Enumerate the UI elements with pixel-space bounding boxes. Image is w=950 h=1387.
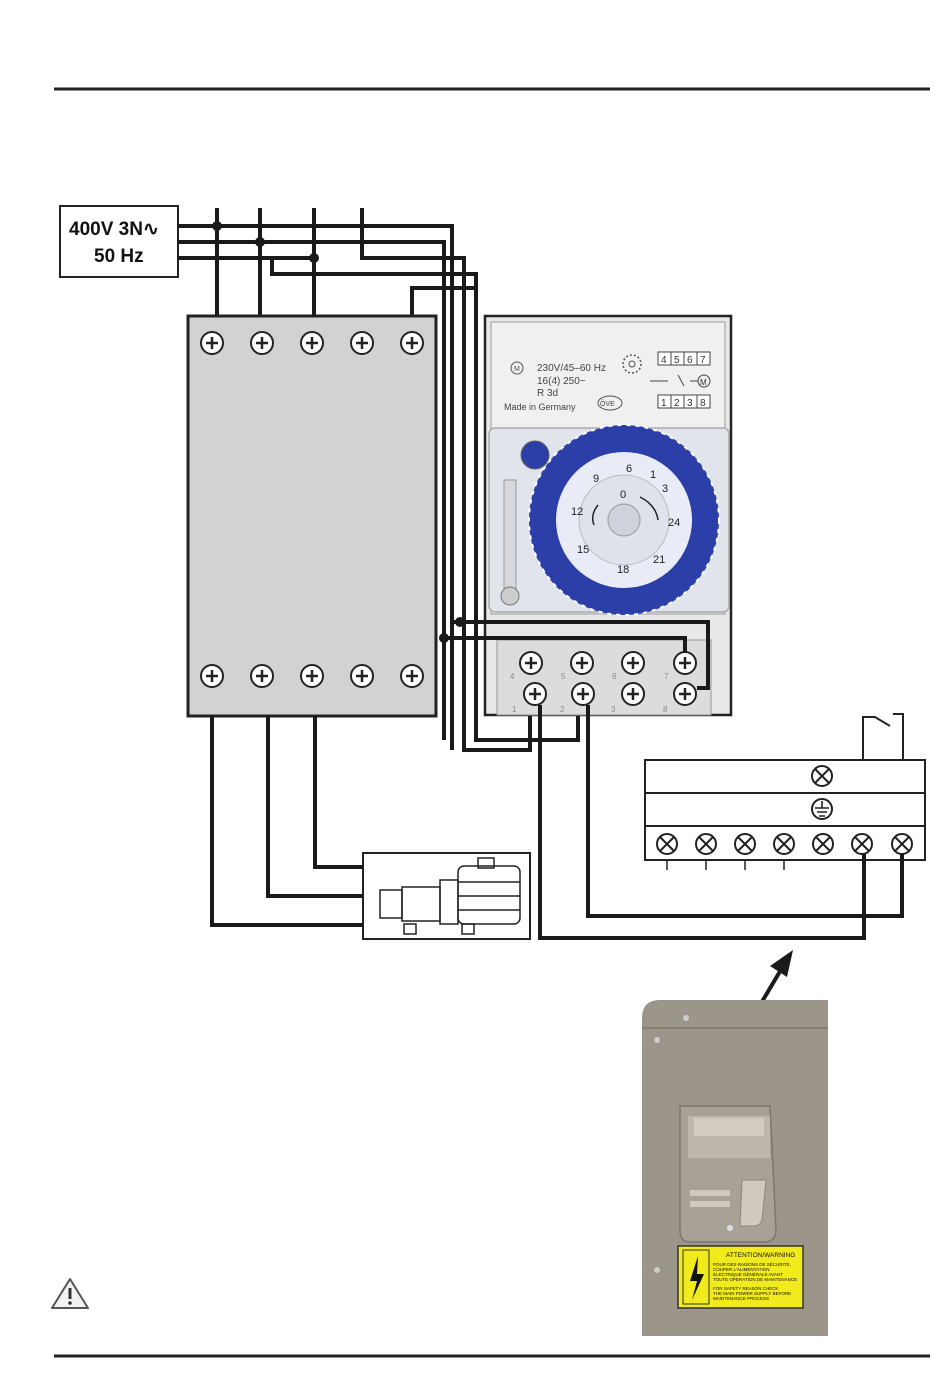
board-terminal-top — [811, 765, 833, 787]
dial-hour-6: 6 — [626, 463, 632, 475]
caution-icon — [51, 1278, 89, 1309]
dial-hour-12: 12 — [571, 506, 583, 518]
contactor-top-terminals — [200, 331, 424, 355]
svg-text:TOUTE OPÉRATION DE MAINTENANCE: TOUTE OPÉRATION DE MAINTENANCE — [713, 1276, 797, 1282]
svg-text:6: 6 — [612, 672, 617, 681]
svg-text:M: M — [514, 366, 520, 373]
heatpump-terminal-board — [644, 713, 926, 870]
dial-hour-21: 21 — [653, 554, 665, 566]
supply-frequency-label: 50 Hz — [94, 246, 144, 267]
svg-text:8: 8 — [663, 705, 668, 714]
contactor-body — [186, 314, 438, 718]
svg-text:5: 5 — [561, 672, 566, 681]
timer-made-in: Made in Germany — [504, 402, 576, 412]
timer-rating-icon: M — [510, 361, 524, 375]
svg-text:M: M — [700, 378, 707, 387]
supply-junctions — [212, 221, 319, 263]
warning-label: ATTENTION/WARNING POUR DES RAISONS DE SÉ… — [677, 1245, 804, 1309]
timer-wires — [444, 620, 710, 690]
dial-knob — [500, 440, 550, 606]
pump-icon — [379, 857, 521, 935]
svg-text:2: 2 — [560, 705, 565, 714]
svg-text:7: 7 — [664, 672, 669, 681]
svg-text:3: 3 — [687, 398, 693, 409]
supply-voltage-label: 400V 3N∿ — [69, 219, 159, 240]
svg-text:ÉLECTRIQUE GÉNÉRALE AVANT: ÉLECTRIQUE GÉNÉRALE AVANT — [713, 1271, 783, 1277]
svg-text:COUPER L'ALIMENTATION: COUPER L'ALIMENTATION — [713, 1267, 769, 1272]
ground-icon — [811, 798, 833, 820]
pump-wires — [210, 716, 365, 927]
svg-text:THE MAIN POWER SUPPLY BEFORE: THE MAIN POWER SUPPLY BEFORE — [713, 1291, 791, 1296]
dial-hour-1: 1 — [650, 469, 656, 481]
dial-hour-3: 3 — [662, 483, 668, 495]
svg-text:7: 7 — [700, 355, 706, 366]
dial-hour-24: 24 — [668, 517, 680, 529]
flow-switch-symbol — [862, 713, 904, 760]
svg-text:1: 1 — [512, 705, 517, 714]
warning-title: ATTENTION/WARNING — [726, 1252, 795, 1259]
svg-text:8: 8 — [700, 398, 706, 409]
timer-dial-icon — [622, 354, 642, 374]
timer-junctions — [439, 617, 465, 643]
timer-rating-line1: 230V/45–60 Hz — [537, 363, 606, 374]
contactor-bottom-terminals — [200, 664, 424, 688]
svg-text:4: 4 — [661, 355, 667, 366]
board-ticks — [666, 860, 785, 870]
relay-schematic: 4 5 6 7 1 2 3 8 M — [650, 351, 711, 409]
dial-hour-9: 9 — [593, 473, 599, 485]
supply-wires — [178, 208, 580, 752]
svg-text:2: 2 — [674, 398, 680, 409]
svg-text:4: 4 — [510, 672, 515, 681]
dial-hour-18: 18 — [617, 564, 629, 576]
pump — [362, 852, 531, 940]
svg-text:3: 3 — [611, 705, 616, 714]
svg-text:ÖVE: ÖVE — [600, 400, 615, 408]
lightning-icon — [690, 1256, 704, 1300]
svg-text:5: 5 — [674, 355, 680, 366]
heatpump-unit: ATTENTION/WARNING POUR DES RAISONS DE SÉ… — [642, 1000, 828, 1336]
dial-center-zero: 0 — [620, 489, 626, 501]
svg-text:6: 6 — [687, 355, 693, 366]
control-wires — [538, 705, 904, 940]
contactor — [186, 314, 438, 718]
dial-hour-15: 15 — [577, 544, 589, 556]
electrical-cover — [679, 1105, 777, 1243]
svg-text:MAINTENANCE PROCESS: MAINTENANCE PROCESS — [713, 1296, 769, 1301]
timer-rating-line2: 16(4) 250~ — [537, 376, 586, 387]
timer-bottom-terminals: 1 2 3 8 — [512, 682, 697, 714]
timer-top-terminals: 4 5 6 7 — [510, 651, 697, 681]
svg-text:1: 1 — [661, 398, 667, 409]
power-supply: 400V 3N∿ 50 Hz — [59, 205, 179, 278]
approval-mark: ÖVE — [597, 395, 623, 411]
timer-rating-line3: R 3d — [537, 388, 558, 399]
timer-dial: 1 3 6 9 12 15 18 21 24 0 — [528, 424, 720, 616]
svg-text:FOR SAFETY REASON CHECK: FOR SAFETY REASON CHECK — [713, 1286, 778, 1291]
timer-switch: M 230V/45–60 Hz 16(4) 250~ R 3d Made in … — [483, 314, 733, 717]
svg-text:POUR DES RAISONS DE SÉCURITÉ,: POUR DES RAISONS DE SÉCURITÉ, — [713, 1261, 791, 1267]
